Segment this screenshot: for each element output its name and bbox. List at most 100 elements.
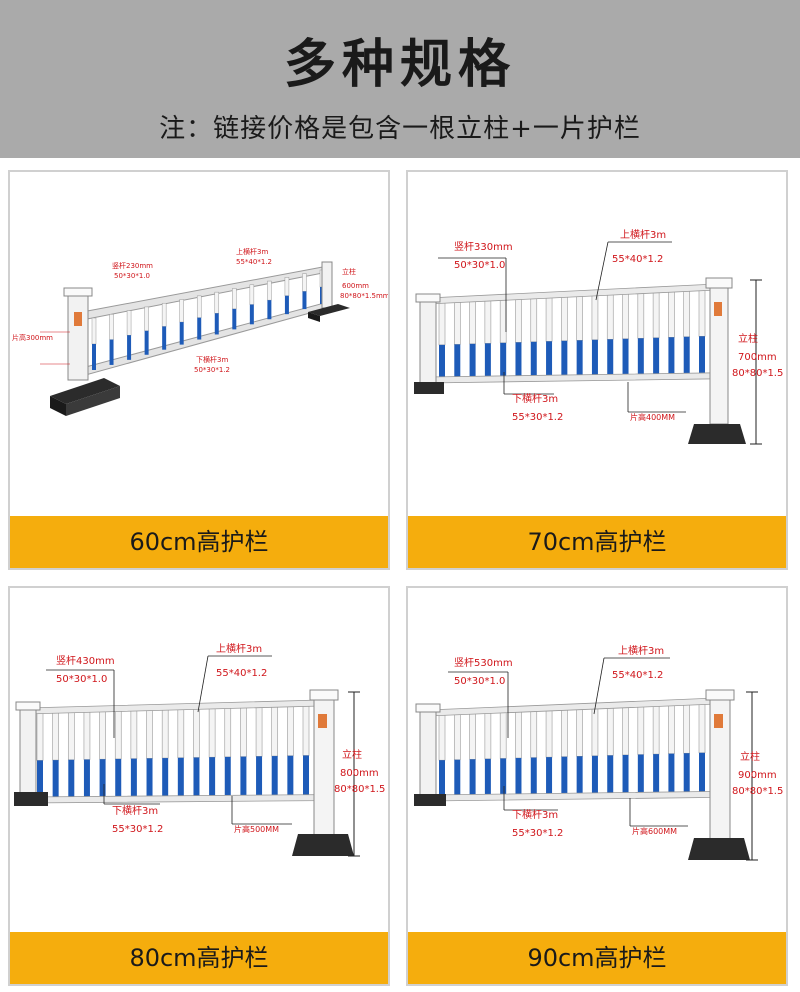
fence-bar [530, 709, 538, 758]
guardrail-80cm-illustration: 竖杆430mm 50*30*1.0 上横杆3m 55*40*1.2 下横杆3m … [14, 642, 385, 857]
fence-bar [179, 299, 184, 323]
top-rail-spec: 55*40*1.2 [612, 254, 663, 265]
post-spec: 80*80*1.5 [732, 786, 783, 797]
fence-bar-blue [530, 341, 537, 379]
fence-bar [591, 706, 599, 757]
fence-bar [302, 703, 310, 756]
fence-bar-blue [284, 295, 289, 315]
fence-bar [224, 706, 232, 758]
fence-bar [652, 290, 660, 339]
guardrail-60cm-illustration: 竖杆230mm 50*30*1.0 上横杆3m 55*40*1.2 下横杆3m … [12, 247, 388, 416]
fence-bar [530, 296, 538, 343]
fence-bar [683, 702, 691, 754]
post-height: 900mm [738, 770, 777, 781]
guardrail-70cm-illustration: 竖杆330mm 50*30*1.0 上横杆3m 55*40*1.2 下横杆3m … [414, 228, 783, 445]
fence-bar-blue [303, 755, 309, 798]
fence-bar-blue [591, 339, 598, 378]
top-rail-label: 上横杆3m [236, 247, 268, 256]
fence-bar [438, 713, 446, 761]
fence-bar-blue [668, 753, 675, 795]
fence-bar-blue [454, 759, 461, 798]
page-title: 多种规格 [283, 35, 516, 95]
post-label: 立柱 [342, 267, 356, 276]
fence-bar-blue [607, 339, 614, 378]
fence-bar [146, 708, 153, 759]
fence-bar [683, 288, 691, 338]
fence-bar-blue [99, 759, 106, 800]
fence-bar-blue [68, 759, 75, 800]
fence-bar [196, 295, 202, 318]
post-spec: 80*80*1.5 [732, 368, 783, 379]
fence-bar [591, 293, 599, 341]
post-height: 700mm [738, 352, 777, 363]
vertical-bar-label: 竖杆430mm [56, 655, 115, 667]
fence-bar-blue [37, 760, 43, 800]
fence-bar-blue [214, 313, 219, 335]
bottom-rail-spec: 55*30*1.2 [112, 824, 163, 835]
vertical-bar-label: 竖杆230mm [112, 261, 153, 270]
fence-bar [561, 708, 568, 758]
fence-bar-blue [271, 756, 278, 798]
post-label: 立柱 [342, 748, 362, 761]
fence-bar-blue [668, 337, 675, 377]
fence-bar-blue [515, 342, 522, 379]
fence-bar-blue [576, 756, 583, 797]
fence-bar [36, 711, 44, 761]
fence-bar-blue [92, 344, 96, 370]
fence-bar-blue [162, 758, 169, 799]
spec-card-70cm[interactable]: 竖杆330mm 50*30*1.0 上横杆3m 55*40*1.2 下横杆3m … [406, 170, 788, 570]
fence-bar-blue [439, 760, 445, 798]
fence-bar-blue [144, 330, 149, 355]
panel-height-label: 片高300mm [12, 333, 53, 342]
fence-bar [576, 294, 583, 341]
fence-bar-blue [177, 757, 184, 799]
fence-bar [484, 299, 492, 344]
fence-bar [561, 295, 568, 342]
spec-card-90cm[interactable]: 竖杆530mm 50*30*1.0 上横杆3m 55*40*1.2 下横杆3m … [406, 586, 788, 986]
bottom-rail-spec: 55*30*1.2 [512, 828, 563, 839]
fence-bar [469, 300, 476, 345]
vertical-bar-spec: 50*30*1.0 [454, 260, 505, 271]
fence-bar-blue [637, 754, 644, 796]
fence-bar [484, 711, 492, 760]
fence-bar [515, 297, 522, 343]
fence-bar-blue [546, 757, 553, 797]
fence-bar [515, 710, 522, 759]
fence-bar [637, 704, 645, 755]
fence-bar-blue [439, 344, 445, 380]
fence-bar-blue [622, 754, 629, 796]
fence-bar-blue [109, 339, 114, 365]
fence-bar-blue [546, 341, 553, 379]
fence-bar [126, 310, 132, 336]
fence-bar [438, 301, 446, 346]
fence-bar [698, 701, 706, 754]
fence-bar-blue [193, 757, 200, 799]
top-rail-label: 上横杆3m [620, 228, 666, 241]
panel-height-label: 片高400MM [630, 412, 675, 422]
fence-bar-blue [622, 338, 629, 378]
fence-bar [232, 288, 237, 310]
top-rail-label: 上横杆3m [216, 642, 262, 655]
fence-bar [576, 707, 583, 757]
spec-card-80cm[interactable]: 竖杆430mm 50*30*1.0 上横杆3m 55*40*1.2 下横杆3m … [8, 586, 390, 986]
vertical-bar-label: 竖杆330mm [454, 241, 513, 253]
fence-bar [622, 291, 629, 340]
fence-bar [271, 704, 279, 757]
post-spec: 80*80*1.5 [334, 784, 385, 795]
price-note: 注：链接价格是包含一根立柱+一片护栏 [159, 114, 641, 144]
fence-bar [606, 705, 614, 756]
fence-bar-blue [561, 340, 568, 379]
fence-bar-blue [240, 756, 247, 799]
fence-bar [161, 302, 167, 327]
spec-card-60cm[interactable]: 竖杆230mm 50*30*1.0 上横杆3m 55*40*1.2 下横杆3m … [8, 170, 390, 570]
fence-bar [240, 705, 247, 757]
fence-bar-blue [469, 759, 476, 798]
panel-height-label: 片高500MM [234, 824, 279, 834]
fence-bar [499, 710, 507, 759]
vertical-bar-spec: 50*30*1.0 [114, 272, 150, 280]
panel-height-label: 片高600MM [632, 826, 677, 836]
fence-bar [453, 300, 461, 345]
caption-60cm: 60cm高护栏 [10, 516, 388, 568]
fence-bar-blue [127, 335, 132, 360]
fence-bar-blue [591, 755, 598, 796]
